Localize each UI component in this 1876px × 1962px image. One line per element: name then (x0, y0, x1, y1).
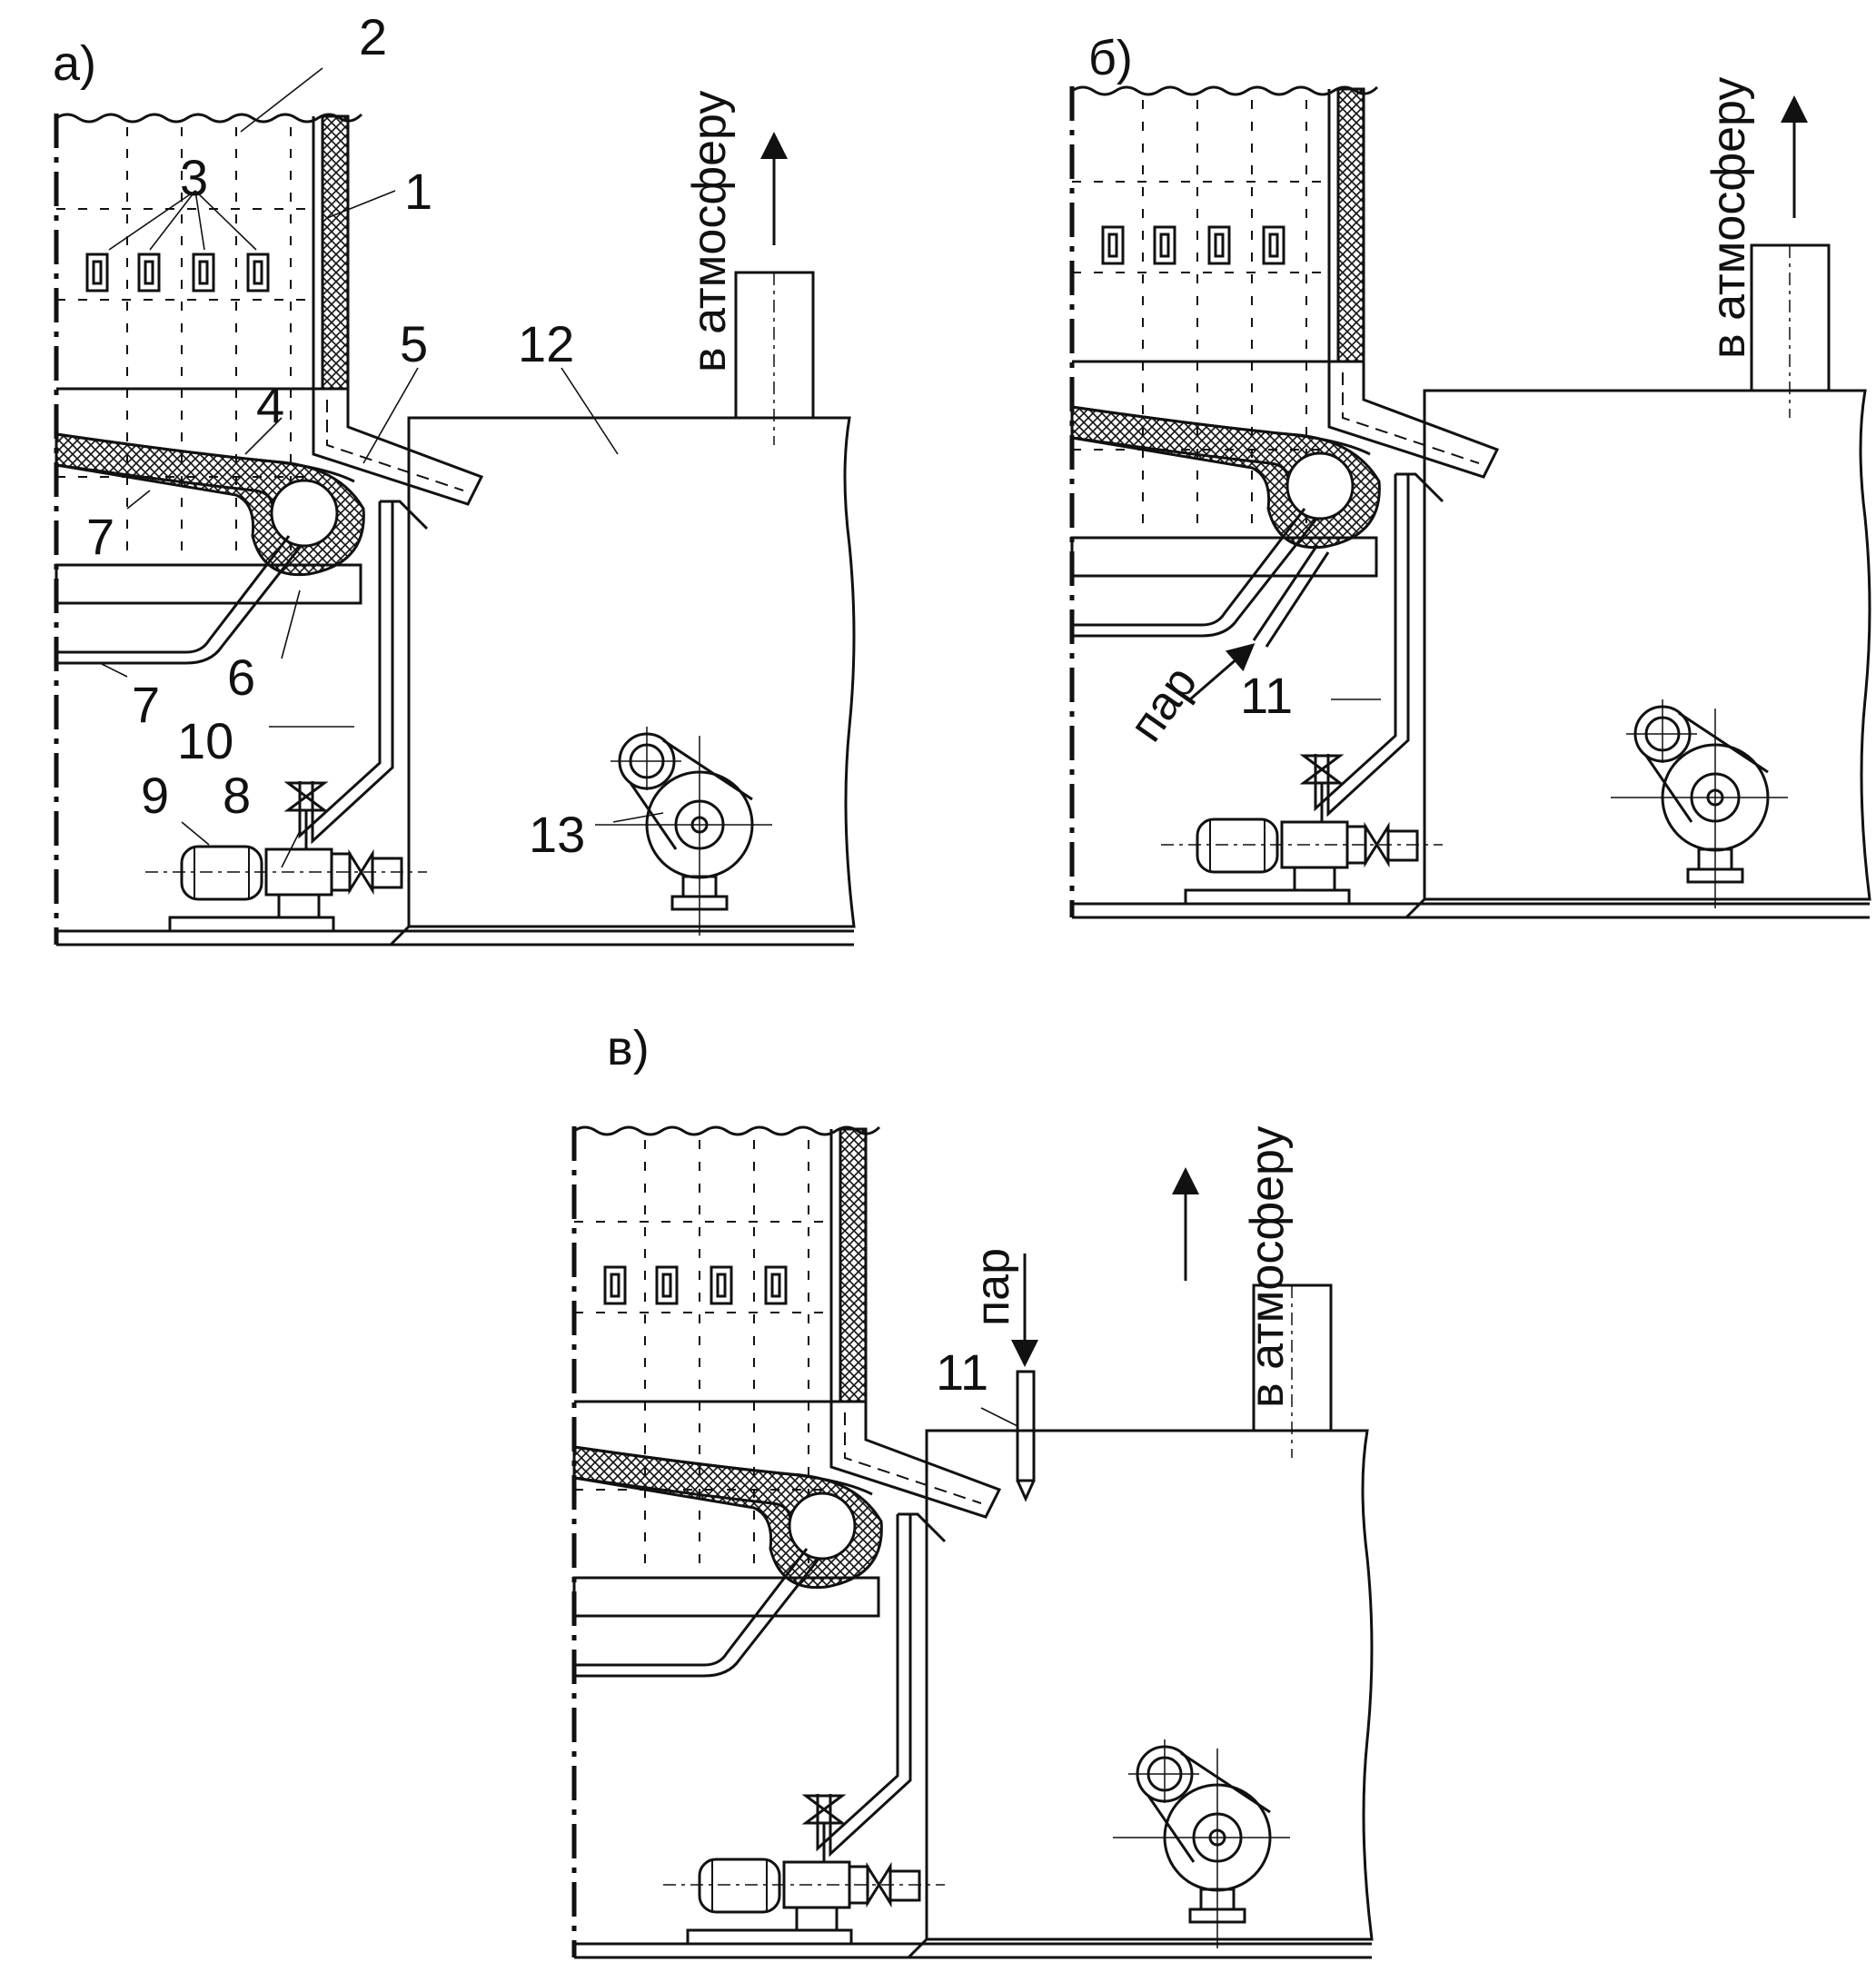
panel-label: б) (1088, 31, 1133, 85)
label-9: 9 (141, 767, 169, 824)
steam-lance (1016, 1370, 1036, 1482)
exhaust-label: в атмосферу (1241, 1126, 1294, 1408)
label-4: 4 (256, 376, 284, 433)
label-3: 3 (180, 149, 208, 206)
label-6: 6 (227, 649, 255, 706)
label-7-bottom: 7 (132, 676, 160, 733)
steam-arrow (1189, 643, 1256, 701)
leader-line (980, 1407, 1018, 1427)
exhaust-label: в атмосферу (683, 91, 736, 372)
panel-b: б) в атмосферу пар 11 (1072, 31, 1870, 917)
label-8: 8 (223, 767, 251, 824)
panel-c: в) в атмосферу пар 11 (574, 1021, 1372, 1957)
steam-label: пар (1119, 657, 1207, 751)
label-2: 2 (359, 8, 387, 65)
label-12: 12 (518, 315, 574, 372)
label-7-top: 7 (86, 508, 114, 565)
label-5: 5 (400, 315, 428, 372)
exhaust-label: в атмосферу (1702, 77, 1755, 359)
label-1: 1 (404, 163, 432, 220)
panel-label: а) (53, 36, 96, 91)
label-11: 11 (1240, 667, 1293, 724)
label-13: 13 (529, 806, 585, 863)
label-10: 10 (177, 712, 233, 769)
panel-a: а) в атмосферу 2 1 3 5 4 12 7 6 7 10 9 8… (53, 8, 854, 945)
steam-label: пар (967, 1248, 1019, 1326)
leader-lines (99, 67, 664, 868)
panel-label: в) (607, 1021, 650, 1075)
label-11: 11 (936, 1343, 988, 1401)
